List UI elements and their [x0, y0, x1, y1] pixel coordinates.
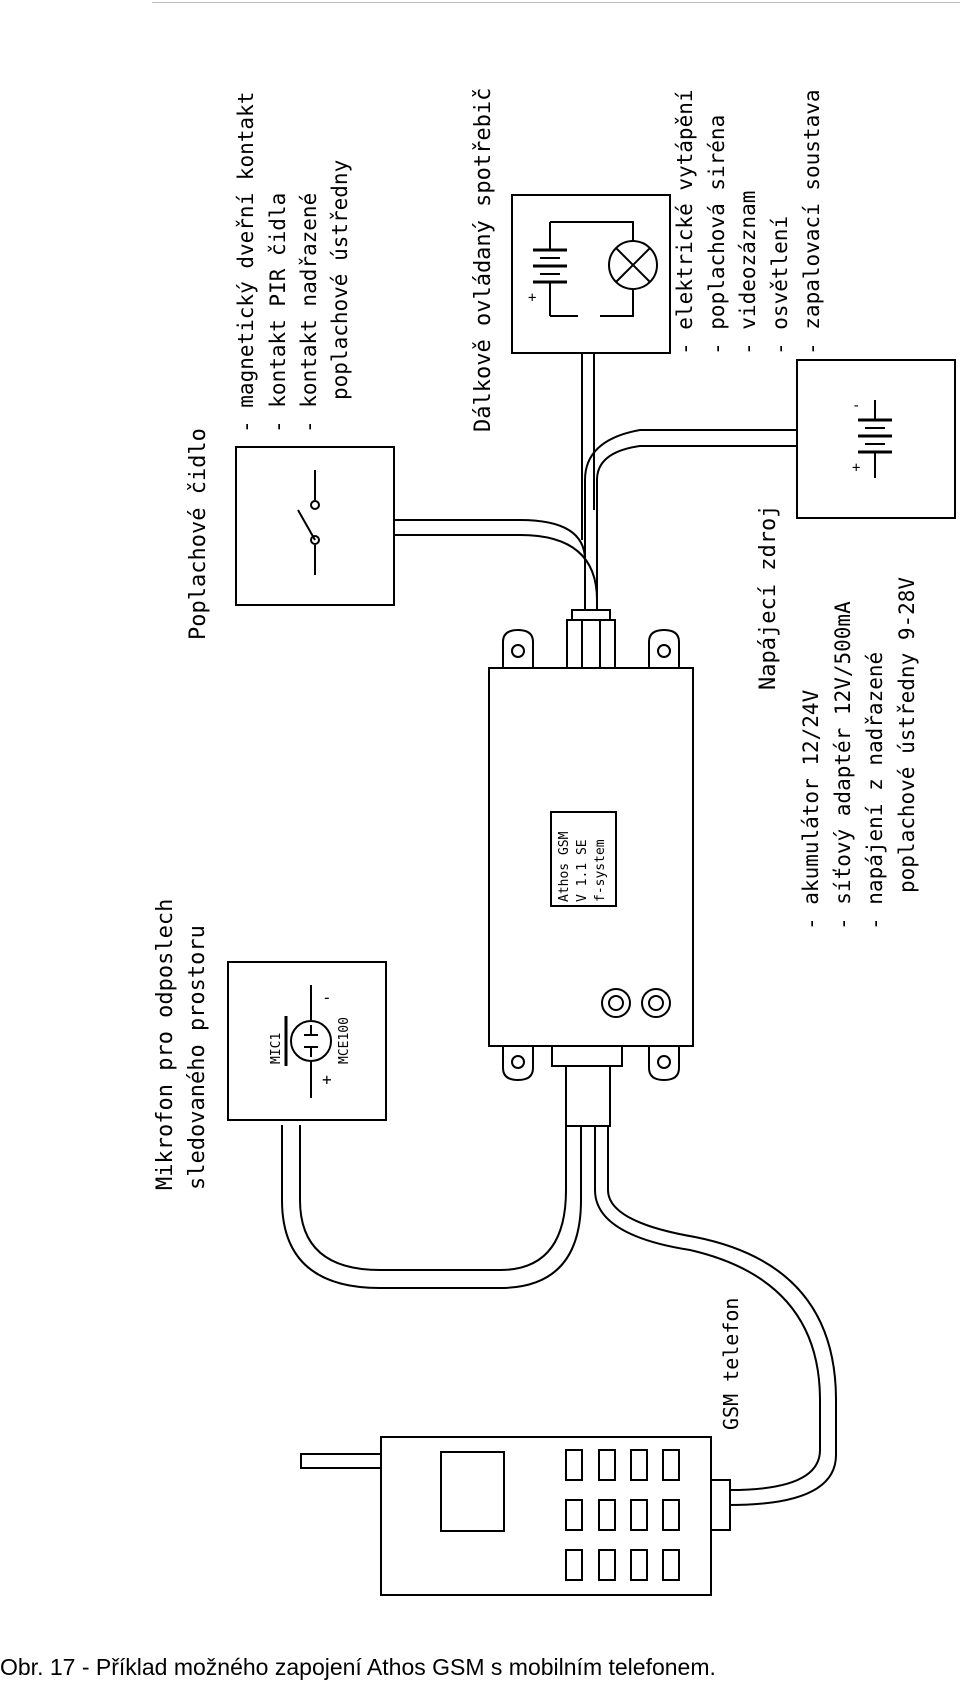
alarm-sensor-item: poplachové ústředny — [328, 160, 352, 400]
switch-icon — [297, 509, 316, 541]
microphone-icon — [284, 985, 332, 1098]
power-supply-item: - napájení z nadřazené — [863, 652, 887, 930]
socket-icon — [641, 988, 671, 1018]
alarm-sensor-item: - magnetický dveřní kontakt — [234, 92, 258, 433]
mic-minus-sign: - — [322, 988, 332, 1007]
remote-appliance-item: - poplachová siréna — [705, 115, 729, 355]
microphone-title-line1: Mikrofon pro odposlech — [153, 899, 178, 1190]
battery-minus-sign: - — [852, 398, 860, 414]
gsm-phone-label: GSM telefon — [719, 1298, 743, 1430]
mic-model-label: MCE100 — [337, 1017, 352, 1064]
mounting-ear — [502, 1046, 534, 1082]
phone-display — [440, 1451, 505, 1532]
cables — [281, 352, 837, 1506]
battery-icon — [533, 222, 567, 316]
microphone-box: MIC1 MCE100 + - — [227, 961, 387, 1121]
top-rule — [152, 2, 960, 3]
gsm-phone — [300, 1436, 731, 1596]
microphone-title-line2: sledovaného prostoru — [185, 925, 210, 1190]
alarm-sensor-title: Poplachové čidlo — [186, 428, 211, 640]
device-label-line1: Athos GSM — [557, 831, 572, 902]
wiring-diagram: Athos GSM V 1.1 SE f-system — [153, 88, 956, 1596]
remote-appliance-item: - videozáznam — [736, 191, 760, 355]
battery-plus-sign: + — [852, 460, 860, 476]
remote-appliance-item: - osvětlení — [768, 216, 792, 355]
device-label-line2: V 1.1 SE — [575, 839, 590, 902]
remote-appliance-box: + — [511, 194, 671, 354]
socket-icon — [601, 988, 631, 1018]
alarm-sensor-item: - kontakt PIR čidla — [266, 193, 290, 433]
lamp-icon — [608, 240, 658, 290]
remote-appliance-item: - zapalovací soustava — [800, 89, 824, 355]
alarm-sensor-box — [235, 446, 395, 606]
battery-icon — [858, 400, 892, 478]
mounting-ear — [502, 628, 534, 668]
mounting-ear — [648, 1046, 680, 1082]
power-supply-item: poplachové ústředny 9-28V — [895, 577, 919, 893]
device-label-line3: f-system — [593, 839, 608, 902]
power-supply-item: - síťový adaptér 12V/500mA — [831, 601, 855, 930]
power-supply-box: + - — [796, 359, 956, 519]
figure-caption: Obr. 17 - Příklad možného zapojení Athos… — [0, 1654, 716, 1680]
top-connector — [566, 609, 616, 669]
athos-gsm-unit: Athos GSM V 1.1 SE f-system — [488, 609, 694, 1127]
remote-appliance-title: Dálkově ovládaný spotřebič — [471, 88, 496, 432]
remote-appliance-item: - elektrické vytápění — [673, 89, 697, 355]
mic-plus-sign: + — [322, 1070, 332, 1089]
device-label-box — [550, 811, 617, 907]
bottom-connector — [551, 1045, 623, 1127]
alarm-sensor-item: - kontakt nadřazené — [297, 193, 321, 433]
antenna-icon — [300, 1453, 382, 1469]
mic-label: MIC1 — [269, 1033, 284, 1064]
mounting-ear — [648, 628, 680, 668]
power-supply-item: - akumulátor 12/24V — [799, 689, 823, 930]
power-supply-title: Napájecí zdroj — [756, 505, 781, 690]
battery-plus-sign: + — [528, 290, 536, 306]
keypad-icon — [565, 1449, 680, 1581]
